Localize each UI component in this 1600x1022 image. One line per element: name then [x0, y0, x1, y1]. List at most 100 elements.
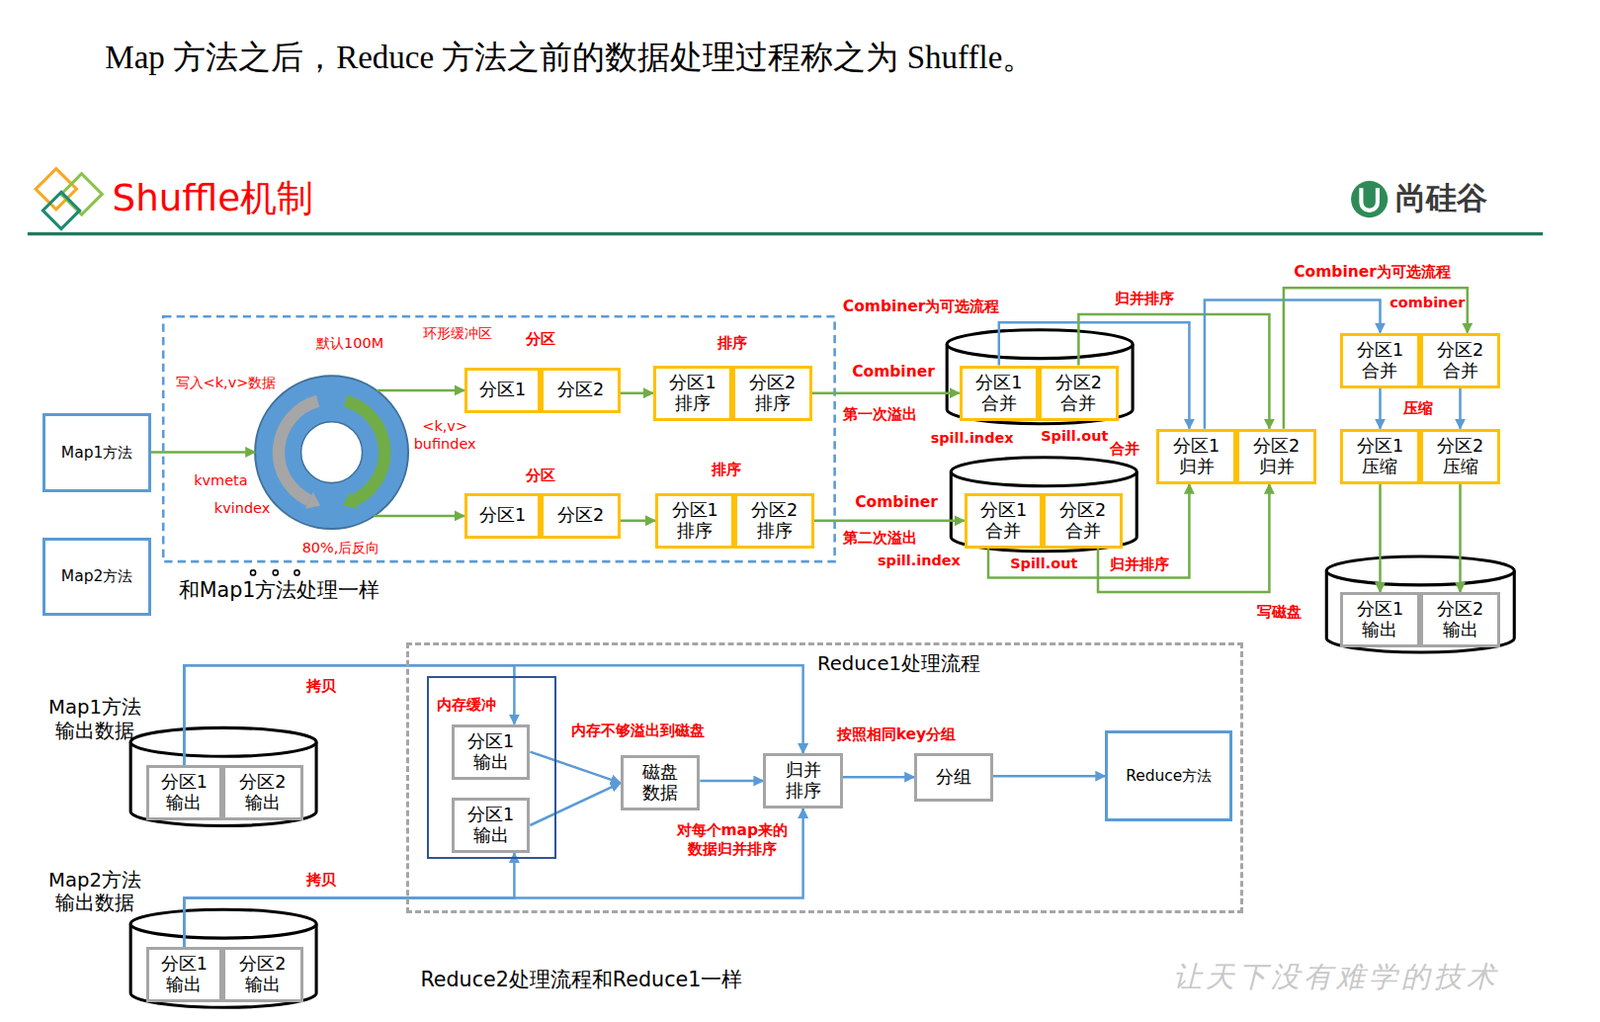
node-label: 分区1: [479, 379, 526, 401]
annotation: Map1方法 输出数据: [38, 695, 152, 743]
annotation: 默认100M: [316, 335, 384, 352]
connector: [842, 775, 915, 779]
connector: [993, 774, 1106, 778]
disk-cylinders: [130, 330, 1515, 1009]
edge-label: 拷贝: [306, 870, 337, 890]
node-label: 分区2 归并: [1244, 435, 1309, 478]
annotation: Reduce2处理流程和Reduce1一样: [420, 967, 743, 993]
annotation: kvindex: [214, 500, 270, 517]
node-label: 分区2 排序: [740, 372, 805, 415]
sort-box: 分区2 排序: [734, 493, 815, 549]
node-label: 环形缓冲区: [422, 325, 493, 342]
node-label: 分区2 输出: [230, 771, 296, 814]
node-label: Map1方法: [61, 443, 134, 463]
edge-label: Combiner: [851, 362, 935, 382]
node-label: 内存缓冲: [436, 695, 497, 715]
connector: [814, 519, 965, 523]
annotation: Map2方法 输出数据: [38, 868, 152, 916]
spill-box: 分区1 合并: [959, 365, 1040, 422]
connector: [529, 782, 620, 826]
connector: [1097, 484, 1269, 592]
method-box: Map1方法: [42, 413, 151, 493]
merge-sort-box: 归并 排序: [762, 753, 843, 809]
annotation: Combiner为可选流程: [1293, 262, 1451, 282]
node-label: 分区1 输出: [154, 771, 215, 814]
node-label: 分区1 合并: [972, 500, 1036, 542]
slide-caption: Map 方法之后，Reduce 方法之前的数据处理过程称之为 Shuffle。: [104, 38, 1035, 79]
output-box: 分区1 输出: [1340, 591, 1422, 648]
output-box: 分区1 输出: [146, 946, 223, 1003]
merge-box: 分区2 归并: [1236, 428, 1317, 485]
annotation: 对每个map来的 数据归并排序: [668, 821, 796, 858]
annotation: 第一次溢出: [842, 405, 918, 424]
output-box: 分区2 输出: [222, 764, 304, 821]
annotation: Spill.out: [1040, 427, 1108, 445]
node-label: 分区2: [557, 379, 604, 401]
node-label: 分区1 排序: [661, 372, 726, 415]
edge-label: 按照相同key分组: [837, 725, 956, 745]
partition-box: 分区2: [540, 493, 621, 539]
annotation: spill.index: [877, 552, 961, 570]
node-label: 分区1 输出: [459, 731, 523, 773]
annotation: 写磁盘: [1257, 602, 1302, 622]
node-label: 磁盘 数据: [628, 761, 693, 804]
combine-box: 分区2 合并: [1420, 333, 1501, 389]
node-label: Reduce1处理流程: [817, 652, 981, 676]
annotation: 排序: [717, 334, 748, 353]
edge-label: Combiner: [854, 493, 938, 512]
node-label: 分区1 归并: [1164, 435, 1230, 478]
spill-box: 分区2 合并: [1038, 365, 1119, 422]
annotation: 压缩: [1403, 399, 1433, 419]
group-box: 分组: [914, 753, 994, 802]
annotation: 分区: [525, 330, 556, 349]
output-box: 分区2 输出: [222, 946, 304, 1003]
connector: [699, 779, 763, 783]
annotation: 合并: [1109, 439, 1140, 459]
node-label: 分组: [935, 766, 972, 788]
annotation: spill.index: [930, 429, 1014, 447]
output-box: 分区1 输出: [146, 764, 223, 821]
buffer-box: 分区1 输出: [451, 724, 531, 780]
ring-buffer-circle: 环形缓冲区: [254, 375, 409, 529]
node-label: Reduce方法: [1125, 766, 1212, 786]
partition-box: 分区1: [464, 367, 541, 414]
annotation: Combiner为可选流程: [842, 297, 1001, 317]
logo-text: 尚硅谷: [1395, 179, 1488, 217]
connector: [183, 852, 514, 947]
annotation: 归并排序: [1114, 289, 1175, 309]
node-label: 分区1 合并: [1347, 339, 1414, 382]
connector: [1378, 484, 1382, 592]
annotation: 第二次溢出: [842, 528, 918, 548]
partition-box: 分区2: [540, 367, 621, 414]
node-label: 分区2 合并: [1428, 339, 1493, 382]
annotation: combiner: [1389, 294, 1465, 312]
node-label: 分区1 输出: [154, 953, 215, 996]
connector: [1378, 388, 1382, 429]
ellipsis-dots: [250, 570, 300, 576]
annotation: 和Map1方法处理一样: [178, 578, 381, 603]
connector: [1458, 484, 1462, 592]
node-label: 分区2 合并: [1046, 372, 1111, 415]
node-label: 分区1 压缩: [1347, 435, 1414, 478]
connector: [620, 519, 656, 523]
node-label: 分区1 输出: [459, 804, 523, 846]
node-label: 分区2 排序: [742, 500, 807, 542]
node-label: 归并 排序: [770, 759, 836, 802]
connector: [529, 752, 620, 784]
reduce-region: Reduce1处理流程内存缓冲分区1 输出分区1 输出磁盘 数据归并 排序分组R…: [406, 642, 1244, 914]
annotation: 内存不够溢出到磁盘: [571, 721, 705, 741]
buffer-box: 分区1 输出: [451, 797, 531, 853]
annotation: 写入<k,v>数据: [175, 374, 277, 392]
slide-title: Shuffle机制: [112, 175, 314, 221]
annotation: kvmeta: [193, 472, 248, 490]
combine-box: 分区1 合并: [1340, 333, 1422, 389]
node-label: 分区1 输出: [1347, 598, 1414, 641]
reduce-method-box: Reduce方法: [1104, 730, 1233, 822]
node-label: 分区1: [479, 505, 526, 526]
node-label: 分区1 排序: [663, 500, 728, 542]
annotation: 归并排序: [1109, 555, 1170, 575]
node-label: 分区2 合并: [1050, 500, 1115, 542]
logo-icon: [1350, 180, 1388, 218]
connector: [376, 389, 465, 393]
